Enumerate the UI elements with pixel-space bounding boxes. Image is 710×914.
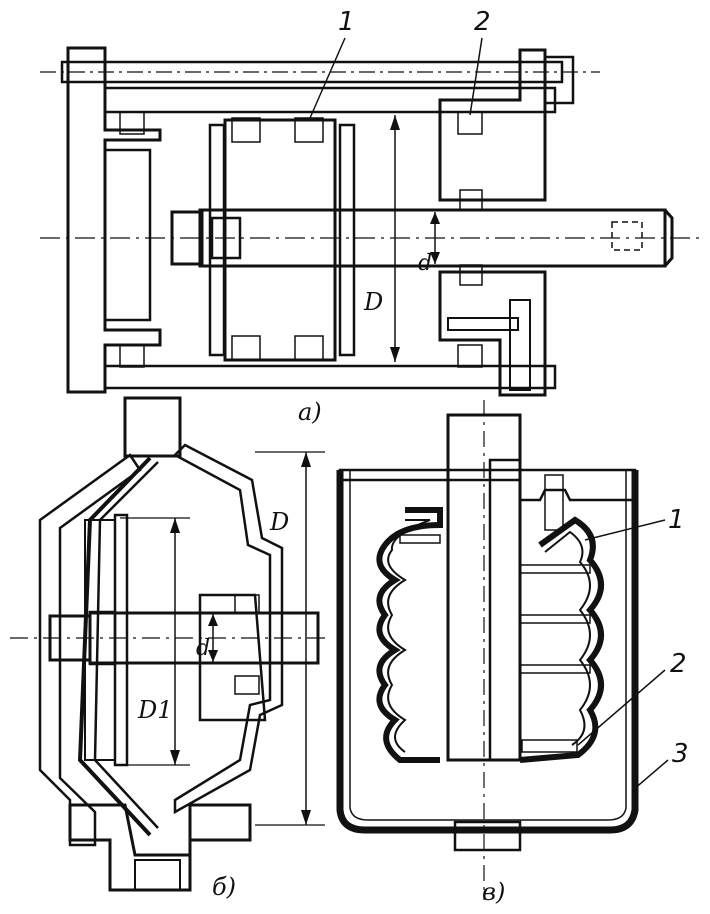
left-end-cover — [66, 46, 162, 394]
panel-a-cylinder: D d 1 2 а) — [40, 7, 700, 426]
bellows-left — [376, 507, 443, 763]
bellows-right — [519, 516, 604, 763]
dimension-D-b: D — [255, 451, 325, 826]
dimension-d-b: d — [196, 614, 218, 662]
label-D: D — [363, 288, 383, 316]
svg-text:2: 2 — [670, 649, 687, 679]
dimension-D: D — [363, 115, 400, 362]
panel-b-diaphragm: D D1 d б) — [10, 396, 330, 901]
callout-2-a: 2 — [469, 7, 491, 116]
label-d: d — [418, 251, 432, 276]
cover-seals — [119, 111, 483, 368]
left-housing — [38, 453, 142, 847]
label-D1: D1 — [137, 696, 173, 724]
dimension-d: d — [418, 212, 440, 276]
top-cover — [518, 468, 637, 502]
svg-text:1: 1 — [338, 7, 355, 37]
bottom-flange — [68, 803, 252, 892]
tie-rod — [40, 55, 600, 105]
caption-b: б) — [212, 873, 236, 901]
piston — [208, 117, 356, 362]
right-end-cover — [438, 48, 547, 397]
callout-1-a: 1 — [309, 7, 355, 119]
casing — [336, 470, 639, 834]
caption-a: а) — [298, 398, 322, 426]
svg-text:1: 1 — [668, 505, 685, 535]
right-housing — [172, 443, 284, 815]
callout-1-c: 1 — [584, 505, 685, 541]
cylinder-barrel — [103, 86, 557, 390]
bellows-seal — [521, 739, 578, 753]
svg-text:2: 2 — [474, 7, 491, 37]
callout-3-c: 3 — [632, 739, 689, 791]
caption-c: в) — [482, 878, 505, 906]
dimension-D1: D1 — [120, 517, 190, 766]
callout-2-c: 2 — [577, 649, 687, 746]
panel-c-bellows: 1 2 3 в) — [336, 400, 689, 906]
label-d-b: d — [196, 636, 210, 661]
svg-text:3: 3 — [672, 739, 689, 769]
label-D-b: D — [269, 508, 289, 536]
bottom-port — [453, 820, 522, 852]
top-flange — [123, 396, 182, 458]
